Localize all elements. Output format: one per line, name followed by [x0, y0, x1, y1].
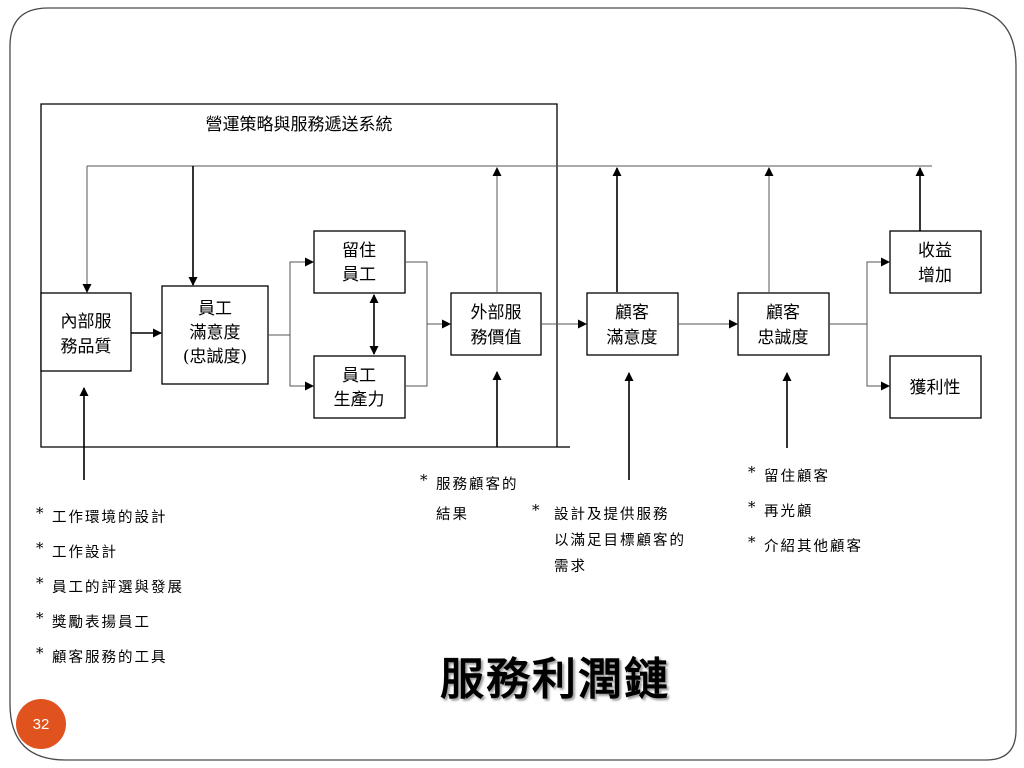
slide-title: 服務利潤鏈 — [440, 654, 670, 705]
profitability-box — [889, 355, 982, 419]
customer-satisfaction-box — [586, 292, 679, 356]
profitability-label: 獲利性 — [910, 378, 961, 398]
internal-quality-line-1: 內部服 — [61, 312, 112, 332]
employee-satisfaction-line-2: 滿意度 — [190, 323, 241, 343]
loyalty-split-connector — [829, 257, 890, 391]
note-item: *員工的評選與發展 — [36, 574, 184, 596]
note-item: *工作環境的設計 — [36, 504, 168, 526]
note-item: *介紹其他顧客 — [748, 533, 863, 555]
employee-productivity-line-2: 生產力 — [334, 390, 385, 410]
employee-retention-line-2: 員工 — [342, 265, 376, 285]
employee-retention-line-1: 留住 — [342, 241, 376, 261]
customer-satisfaction-line-2: 滿意度 — [607, 328, 658, 348]
page-number-badge: 32 — [16, 699, 66, 749]
system-frame — [40, 103, 570, 448]
note-item: *顧客服務的工具 — [36, 644, 168, 666]
merge-connector — [405, 261, 451, 387]
employee-satisfaction-line-1: 員工 — [198, 299, 232, 319]
external-value-line-2: 務價值 — [471, 328, 522, 348]
employee-retention-box — [313, 230, 406, 294]
employee-productivity-box — [313, 355, 406, 419]
customer-loyalty-line-2: 忠誠度 — [758, 328, 809, 348]
external-value-line-1: 外部服 — [471, 303, 522, 323]
internal-service-quality-box — [40, 292, 132, 372]
design-service-note: *設計及提供服務 以滿足目標顧客的 需求 — [532, 501, 686, 575]
note-item: *留住顧客 — [748, 463, 830, 485]
loyalty-notes: *留住顧客 *再光顧 *介紹其他顧客 — [748, 457, 863, 562]
employee-satisfaction-line-3: (忠誠度) — [183, 347, 247, 367]
system-label: 營運策略與服務遞送系統 — [206, 115, 393, 135]
customer-satisfaction-line-1: 顧客 — [615, 303, 649, 323]
internal-quality-line-2: 務品質 — [61, 337, 112, 357]
employee-productivity-line-1: 員工 — [342, 366, 376, 386]
revenue-growth-line-1: 收益 — [918, 241, 952, 261]
note-item: *工作設計 — [36, 539, 118, 561]
internal-notes: *工作環境的設計 *工作設計 *員工的評選與發展 *獎勵表揚員工 *顧客服務的工… — [36, 498, 184, 673]
customer-loyalty-line-1: 顧客 — [766, 303, 800, 323]
revenue-growth-line-2: 增加 — [918, 266, 952, 286]
note-item: *再光顧 — [748, 498, 814, 520]
note-item: *獎勵表揚員工 — [36, 609, 151, 631]
revenue-growth-box — [889, 230, 982, 294]
service-results-note: *服務顧客的 結果 — [420, 471, 519, 523]
customer-loyalty-box — [737, 292, 830, 356]
employee-split-connector — [268, 257, 314, 391]
